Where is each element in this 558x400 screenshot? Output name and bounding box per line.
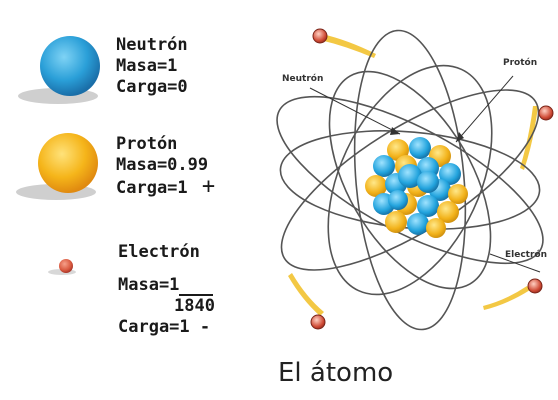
proton-name: Protón — [116, 134, 178, 154]
proton-charge-row: Carga=1 + — [116, 176, 215, 199]
neutron-name: Neutrón — [116, 35, 188, 55]
trail-right — [520, 106, 538, 170]
electron-mass-prefix: Masa=1 — [118, 275, 180, 295]
proton-charge-sign: + — [201, 174, 216, 199]
electron-charge: Carga=1 - — [118, 317, 211, 337]
proton-mass: Masa=0.99 — [116, 155, 209, 175]
electron-trails — [288, 34, 538, 316]
orbit-6 — [279, 130, 541, 230]
neutron-legend: Neutrón Masa=1 Carga=0 — [116, 35, 188, 98]
orbit-3 — [353, 29, 467, 331]
diagram-label-neutron: Neutrón — [282, 74, 324, 84]
trail-bottom-right — [483, 286, 530, 310]
electron-mass-denominator: 1840 — [174, 296, 215, 316]
neutron-mass: Masa=1 — [116, 56, 178, 76]
electron-mass-row: Masa=1 — [118, 275, 215, 296]
electron-name: Electrón — [118, 242, 200, 262]
diagram-label-electron: Electrón — [505, 250, 548, 260]
electron-bottom-right — [527, 278, 543, 294]
neutron-arrow-head — [390, 127, 400, 135]
orbits — [276, 29, 544, 331]
fraction-line — [179, 280, 214, 296]
pointer-lines — [309, 75, 541, 273]
trail-top — [320, 34, 376, 58]
orbit-4 — [327, 64, 493, 296]
electrons — [310, 28, 554, 330]
diagram-title: El átomo — [278, 358, 394, 388]
orbit-5 — [328, 70, 492, 290]
trail-bottom-left — [288, 273, 324, 316]
electron-top — [312, 28, 328, 44]
diagram-label-proton: Protón — [503, 58, 538, 68]
proton-legend: Protón Masa=0.99 Carga=1 + — [116, 134, 215, 199]
nucleus — [365, 137, 468, 238]
electron-right — [538, 105, 554, 121]
proton-sphere — [38, 133, 98, 193]
electron-sphere — [59, 259, 73, 273]
proton-arrow-head — [456, 132, 464, 142]
atom-diagram — [276, 28, 554, 331]
proton-charge: Carga=1 — [116, 178, 188, 198]
neutron-charge: Carga=0 — [116, 77, 188, 97]
legend-spheres — [16, 36, 100, 275]
electron-legend: Electrón Masa=1 1840 Carga=1 - — [118, 242, 215, 338]
neutron-sphere — [40, 36, 100, 96]
electron-bottom-left — [310, 314, 326, 330]
